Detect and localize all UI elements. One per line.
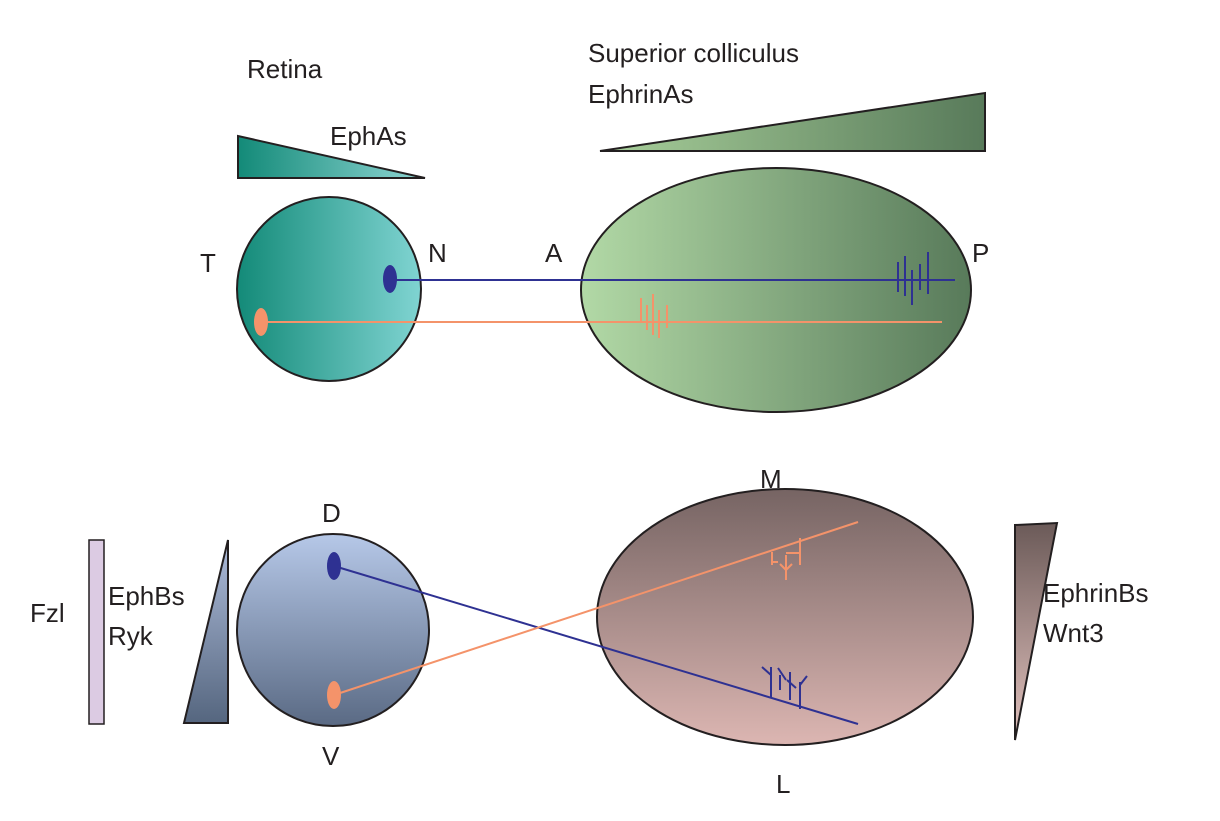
temporal-rgc: [254, 308, 268, 336]
fzl-bar: [88, 539, 105, 725]
axis-label-posterior: P: [972, 238, 989, 268]
superior-colliculus-ap: [580, 167, 972, 413]
ephrina-gradient-wedge: [599, 91, 986, 152]
axis-label-ventral: V: [322, 741, 340, 771]
temporal-axon-arbor: [640, 294, 668, 338]
nasal-rgc: [383, 265, 397, 293]
axis-label-dorsal: D: [322, 498, 341, 528]
epha-label: EphAs: [330, 121, 407, 151]
dorsal-axon-arbor: [761, 666, 808, 709]
fzl-label: Fzl: [30, 598, 65, 628]
ventral-rgc: [327, 681, 341, 709]
ephb-gradient-wedge: [182, 539, 229, 724]
nasal-axon-arbor: [897, 252, 929, 305]
axis-label-medial: M: [760, 464, 782, 494]
ephrinb-label: EphrinBs: [1043, 578, 1149, 608]
retina-nasotemporal: [236, 196, 422, 382]
retina-label: Retina: [247, 54, 323, 84]
ventral-axon-arbor: [771, 538, 801, 580]
ephb-label: EphBs: [108, 581, 185, 611]
sc-label: Superior colliculus: [588, 38, 799, 68]
wnt3-label: Wnt3: [1043, 618, 1104, 648]
axis-label-nasal: N: [428, 238, 447, 268]
ryk-label: Ryk: [108, 621, 154, 651]
ephrinb-gradient-wedge: [1014, 521, 1059, 741]
dorsal-rgc: [327, 552, 341, 580]
retina-dorsoventral: [236, 533, 430, 727]
axis-label-anterior: A: [545, 238, 563, 268]
ventral-axon: [333, 521, 859, 696]
epha-gradient-wedge: [237, 134, 426, 179]
superior-colliculus-ml: [596, 488, 974, 746]
ephrina-label: EphrinAs: [588, 79, 694, 109]
axis-label-temporal: T: [200, 248, 216, 278]
axis-label-lateral: L: [776, 769, 790, 799]
